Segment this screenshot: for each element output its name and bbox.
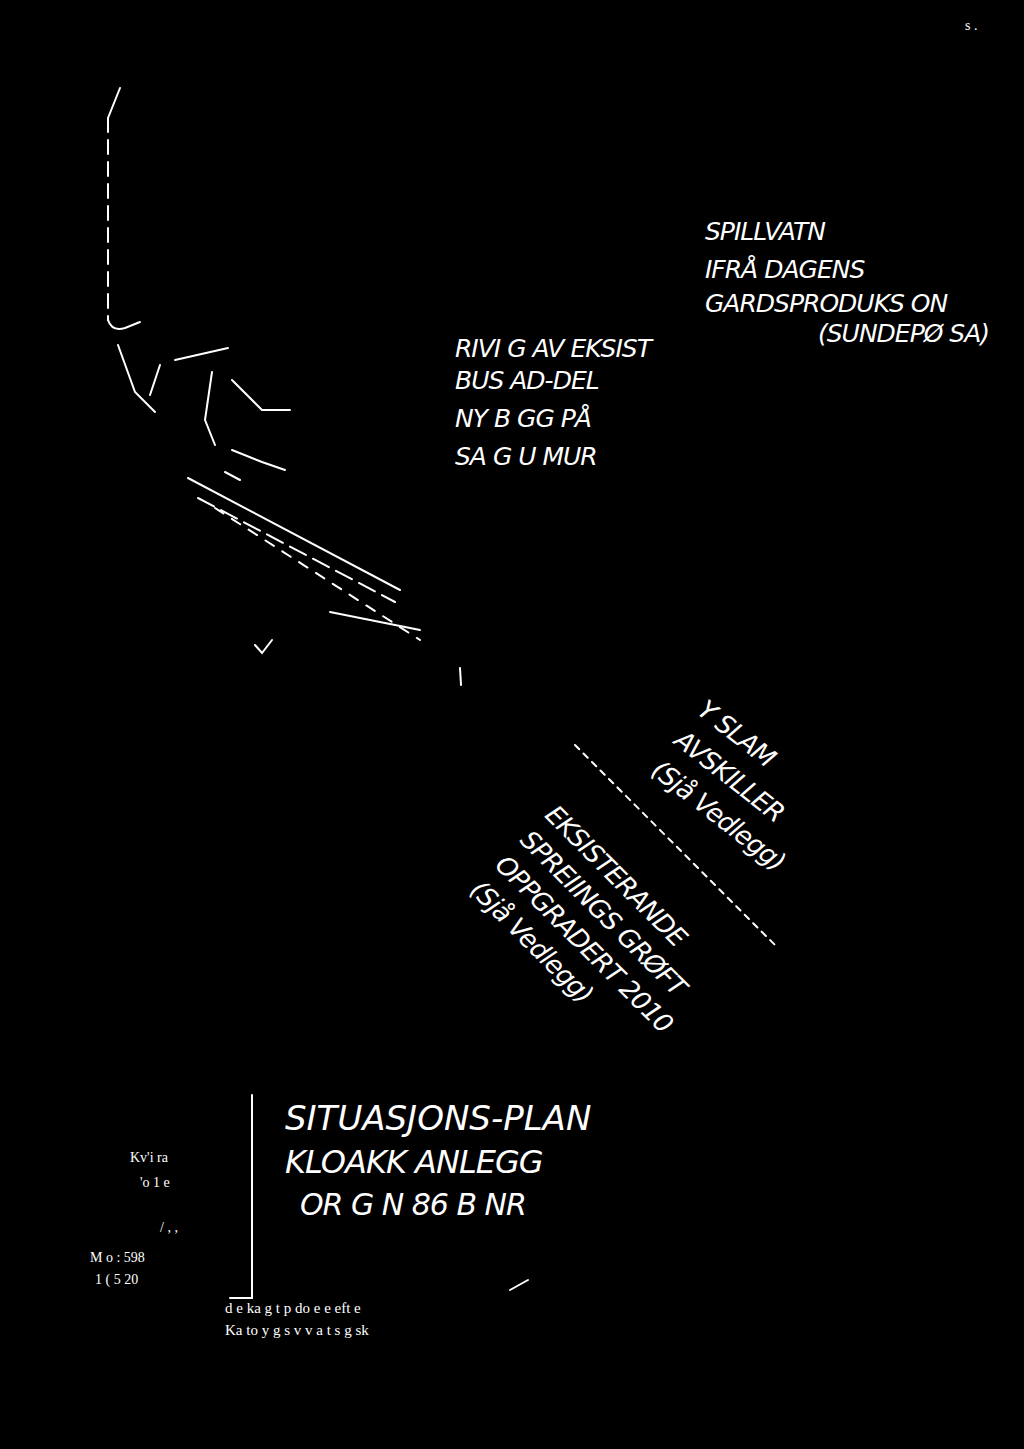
building-outline: [205, 372, 290, 445]
pipe-line: [215, 508, 420, 640]
pipe-line: [188, 478, 400, 590]
header-text: s .: [965, 18, 977, 33]
pipe-symbol: [255, 640, 272, 653]
building-outline: [150, 348, 228, 395]
building-outline: [108, 88, 120, 118]
callout-text: SA G U MUR: [455, 443, 597, 471]
stamp-text: Kv'i ra: [130, 1150, 168, 1165]
stamp-text: 1 ( 5 20: [95, 1272, 138, 1287]
callout-text: GARDSPRODUKS ON: [705, 290, 947, 318]
callout-text: (SUNDEPØ SA): [818, 320, 989, 348]
callout-text: SPILLVATN: [705, 218, 825, 246]
pipe-line: [330, 612, 420, 630]
callout-text: NY B GG PÅ: [455, 405, 591, 433]
title-line: OR G N 86 B NR: [300, 1188, 526, 1221]
pipe-symbol: [460, 668, 461, 685]
building-outline: [108, 320, 140, 329]
stamp-text: M o : 598: [90, 1250, 145, 1265]
footer-note: Ka to y g s v v a t s g sk: [225, 1322, 369, 1339]
pipe-line: [198, 498, 395, 602]
callout-text: RIVI G AV EKSIST: [455, 335, 651, 363]
stamp-text: / , ,: [160, 1220, 178, 1235]
stamp-text: 'o 1 e: [140, 1175, 170, 1190]
footer-note: d e ka g t p do e e eft e: [225, 1300, 361, 1317]
building-outline: [118, 345, 155, 412]
title-line: KLOAKK ANLEGG: [285, 1145, 543, 1180]
title-frame: [510, 1280, 528, 1290]
building-outline: [225, 450, 285, 480]
callout-text: BUS AD-DEL: [455, 367, 599, 395]
building-outline: [107, 118, 109, 320]
sheet-title: SITUASJONS-PLAN: [285, 1100, 591, 1137]
title-frame: [230, 1095, 252, 1298]
callout-text: IFRÅ DAGENS: [705, 256, 864, 284]
